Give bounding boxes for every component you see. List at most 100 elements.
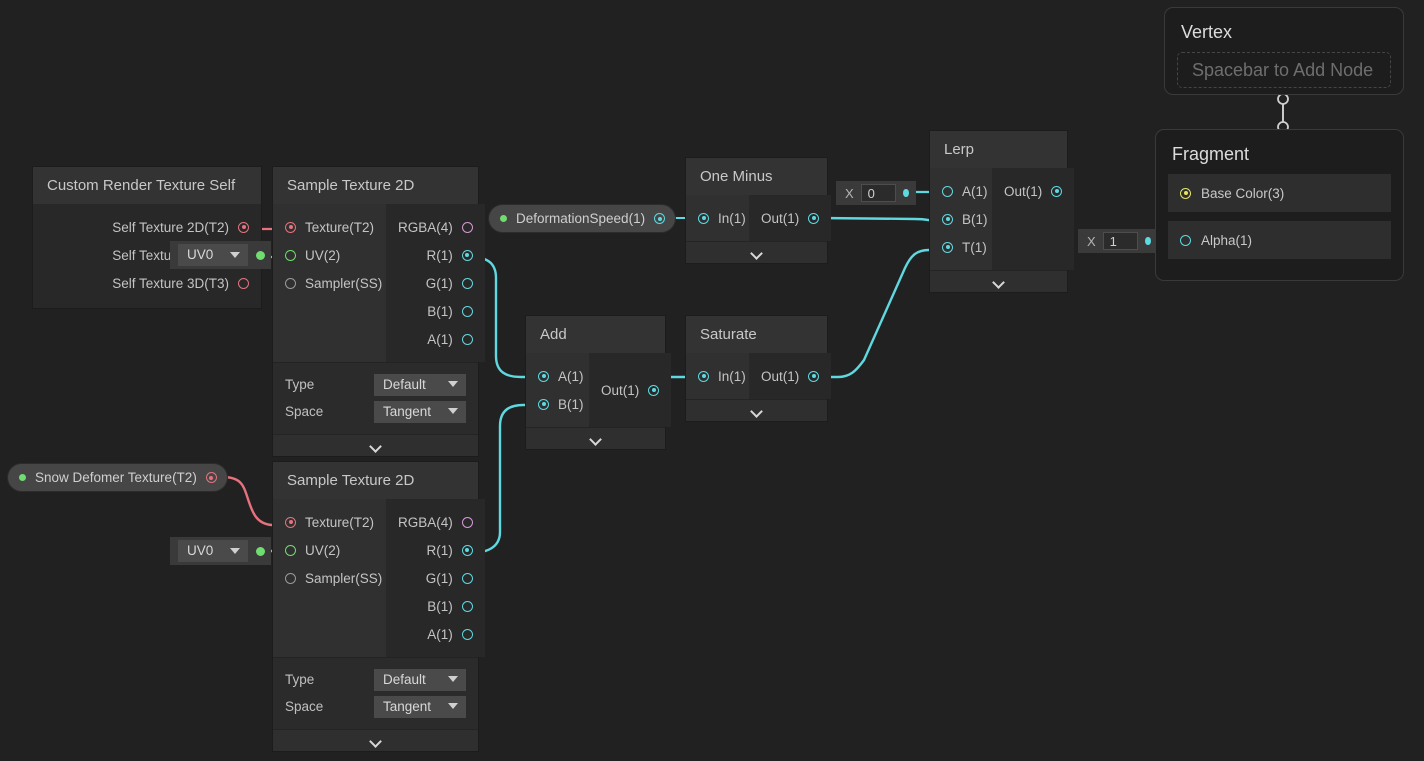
uv-dropdown-bottom-output-dot[interactable] (256, 546, 265, 556)
port-dot-out[interactable] (808, 370, 820, 382)
port-dot-t[interactable] (942, 241, 953, 253)
node-fragment-master[interactable]: Fragment Base Color(3) Alpha(1) (1155, 129, 1404, 281)
port-dot-sampler[interactable] (285, 277, 296, 289)
property-deformation-speed[interactable]: DeformationSpeed(1) (489, 205, 676, 232)
port-rgba[interactable]: RGBA(4) (386, 213, 485, 241)
port-in[interactable]: In(1) (686, 204, 749, 232)
port-a[interactable]: A(1) (526, 362, 589, 390)
node-add[interactable]: Add A(1) B(1) Out(1) (526, 316, 672, 449)
property-output-dot[interactable] (205, 472, 217, 483)
port-dot-g[interactable] (461, 277, 473, 289)
uv-dropdown-bottom[interactable]: UV0 (178, 540, 248, 562)
node-lerp[interactable]: Lerp A(1) B(1) T(1) Out(1) (930, 131, 1075, 292)
space-dropdown[interactable]: Tangent (374, 400, 466, 423)
port-dot-texture[interactable] (285, 516, 296, 528)
uv-dropdown-bottom-container[interactable]: UV0 (170, 537, 271, 565)
port-out[interactable]: Out(1) (749, 362, 831, 390)
property-output-dot[interactable] (654, 213, 666, 224)
port-dot-out[interactable] (1051, 185, 1063, 197)
port-out[interactable]: Out(1) (992, 177, 1074, 205)
port-dot-b[interactable] (538, 398, 549, 410)
port-dot-a[interactable] (461, 628, 473, 640)
value-box-lerp-a[interactable]: X 0 (836, 181, 916, 205)
port-b[interactable]: B(1) (930, 205, 992, 233)
value-box-fragment-alpha[interactable]: X 1 (1078, 229, 1158, 253)
port-a[interactable]: A(1) (930, 177, 992, 205)
port-r[interactable]: R(1) (415, 241, 485, 269)
port-uv[interactable]: UV(2) (273, 241, 386, 269)
port-dot-a[interactable] (538, 370, 549, 382)
port-dot-in[interactable] (698, 212, 709, 224)
port-dot-in[interactable] (698, 370, 709, 382)
port-dot-out[interactable] (808, 212, 820, 224)
port-a[interactable]: A(1) (415, 325, 485, 353)
port-dot-uv[interactable] (285, 544, 296, 556)
node-saturate[interactable]: Saturate In(1) Out(1) (686, 316, 832, 421)
port-dot-texture[interactable] (238, 221, 249, 233)
port-dot-b[interactable] (942, 213, 953, 225)
port-b[interactable]: B(1) (415, 592, 485, 620)
port-in[interactable]: In(1) (686, 362, 749, 390)
port-dot-base-color[interactable] (1180, 187, 1191, 199)
node-one-minus[interactable]: One Minus In(1) Out(1) (686, 158, 832, 263)
port-texture-t2[interactable]: Texture(T2) (273, 213, 386, 241)
value-output-dot[interactable] (1145, 237, 1151, 245)
vertex-add-node-slot[interactable]: Spacebar to Add Node (1177, 52, 1391, 88)
port-out[interactable]: Out(1) (749, 204, 831, 232)
value-output-dot[interactable] (903, 189, 909, 197)
port-dot-rgba[interactable] (461, 221, 473, 233)
port-dot-b[interactable] (461, 600, 473, 612)
port-rgba[interactable]: RGBA(4) (386, 508, 485, 536)
port-dot-rgba[interactable] (461, 516, 473, 528)
port-dot-g[interactable] (461, 572, 473, 584)
type-dropdown[interactable]: Default (374, 668, 466, 691)
port-b[interactable]: B(1) (526, 390, 589, 418)
port-texture-t2[interactable]: Texture(T2) (273, 508, 386, 536)
port-sampler-ss[interactable]: Sampler(SS) (273, 269, 386, 297)
collapse-toggle[interactable] (526, 427, 665, 449)
collapse-toggle[interactable] (686, 241, 827, 263)
node-sample-texture-2d-bottom[interactable]: Sample Texture 2D Texture(T2) UV(2) Samp… (273, 462, 485, 751)
port-dot-r[interactable] (461, 249, 473, 261)
port-b[interactable]: B(1) (415, 297, 485, 325)
port-dot-texture[interactable] (285, 221, 296, 233)
type-dropdown[interactable]: Default (374, 373, 466, 396)
setting-label: Type (285, 672, 315, 687)
port-dot-b[interactable] (461, 305, 473, 317)
property-snow-deformer-texture[interactable]: Snow Defomer Texture(T2) (8, 464, 227, 491)
collapse-toggle[interactable] (273, 434, 478, 456)
fragment-slot-alpha[interactable]: Alpha(1) (1168, 221, 1391, 259)
port-dot-a[interactable] (942, 185, 953, 197)
port-a[interactable]: A(1) (415, 620, 485, 648)
port-dot-sampler[interactable] (285, 572, 296, 584)
port-g[interactable]: G(1) (414, 269, 485, 297)
collapse-toggle[interactable] (930, 270, 1067, 292)
uv-dropdown-top-container[interactable]: UV0 (170, 241, 271, 269)
port-out[interactable]: Out(1) (589, 376, 671, 404)
uv-dropdown-top[interactable]: UV0 (178, 244, 248, 266)
port-dot-out[interactable] (648, 384, 660, 396)
port-t[interactable]: T(1) (930, 233, 992, 261)
lerp-a-value-field[interactable]: 0 (860, 184, 897, 202)
port-dot-a[interactable] (461, 333, 473, 345)
port-dot-r[interactable] (461, 544, 473, 556)
port-r[interactable]: R(1) (415, 536, 485, 564)
collapse-toggle[interactable] (273, 729, 478, 751)
port-dot-uv[interactable] (285, 249, 296, 261)
port-uv[interactable]: UV(2) (273, 536, 386, 564)
port-sampler-ss[interactable]: Sampler(SS) (273, 564, 386, 592)
port-g[interactable]: G(1) (414, 564, 485, 592)
fragment-slot-base-color[interactable]: Base Color(3) (1168, 174, 1391, 212)
space-dropdown[interactable]: Tangent (374, 695, 466, 718)
port-dot-texture3d[interactable] (238, 277, 249, 289)
uv-dropdown-top-output-dot[interactable] (256, 250, 265, 260)
port-self-texture-2d-t2[interactable]: Self Texture 2D(T2) (100, 213, 261, 241)
node-sample-texture-2d-top[interactable]: Sample Texture 2D Texture(T2) UV(2) Samp… (273, 167, 485, 456)
node-custom-render-texture-self[interactable]: Custom Render Texture Self Self Texture … (33, 167, 261, 308)
collapse-toggle[interactable] (686, 399, 827, 421)
fragment-alpha-value-field[interactable]: 1 (1102, 232, 1139, 250)
port-dot-alpha[interactable] (1180, 234, 1191, 246)
node-vertex-master[interactable]: Vertex Spacebar to Add Node (1164, 7, 1404, 95)
port-self-texture-3d-t3[interactable]: Self Texture 3D(T3) (100, 269, 261, 297)
